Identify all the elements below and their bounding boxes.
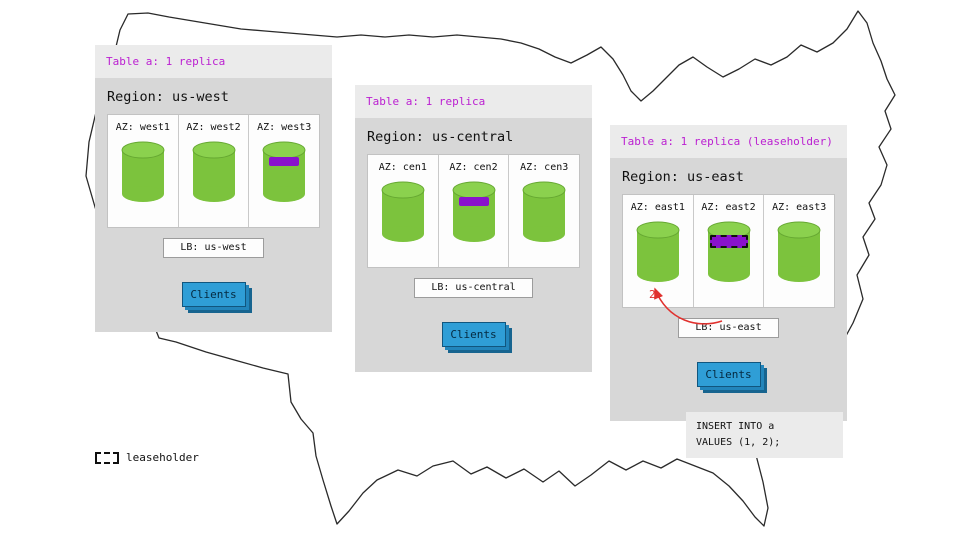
database-cylinder-icon — [261, 140, 307, 204]
az-label: AZ: east1 — [630, 202, 685, 213]
az-west1: AZ: west1 — [108, 115, 179, 227]
database-cylinder-icon — [380, 180, 426, 244]
az-row: AZ: cen1 AZ: cen2 AZ: cen3 — [367, 154, 580, 268]
leaseholder-swatch-icon — [95, 451, 119, 464]
az-label: AZ: cen2 — [449, 162, 498, 173]
az-cen1: AZ: cen1 — [368, 155, 439, 267]
database-cylinder-icon — [776, 220, 822, 284]
az-east3: AZ: east3 — [764, 195, 834, 307]
load-balancer-wrap: LB: us-east — [610, 315, 847, 338]
clients-wrap: Clients — [95, 281, 332, 307]
az-label: AZ: west3 — [257, 122, 312, 133]
region-title: Region: us-central — [367, 129, 514, 145]
load-balancer-box: LB: us-east — [678, 317, 779, 338]
legend: leaseholder — [95, 451, 199, 464]
load-balancer-box: LB: us-west — [163, 237, 264, 258]
database-cylinder-icon — [191, 140, 237, 204]
az-label: AZ: west2 — [186, 122, 241, 133]
table-replica-header: Table a: 1 replica — [355, 85, 592, 118]
sql-statement-note: INSERT INTO a VALUES (1, 2); — [686, 412, 843, 458]
database-cylinder-icon — [451, 180, 497, 244]
region-panel-us-west: Table a: 1 replica Region: us-west AZ: w… — [95, 45, 332, 332]
database-cylinder-icon — [521, 180, 567, 244]
az-east2: AZ: east2 — [694, 195, 765, 307]
az-label: AZ: east3 — [772, 202, 827, 213]
load-balancer-wrap: LB: us-central — [355, 275, 592, 298]
az-west2: AZ: west2 — [179, 115, 250, 227]
replica-band — [269, 157, 300, 166]
az-label: AZ: east2 — [701, 202, 756, 213]
table-replica-header: Table a: 1 replica (leaseholder) — [610, 125, 847, 158]
clients-box: Clients — [181, 281, 246, 307]
az-label: AZ: west1 — [115, 122, 170, 133]
leaseholder-replica-band — [709, 235, 748, 248]
step-number-annotation: 2 — [649, 288, 656, 301]
legend-label: leaseholder — [126, 451, 199, 464]
region-title: Region: us-east — [622, 169, 744, 185]
az-label: AZ: cen3 — [520, 162, 569, 173]
database-cylinder-icon — [635, 220, 681, 284]
replica-band — [458, 197, 489, 206]
clients-box: Clients — [441, 321, 506, 347]
database-cylinder-icon — [120, 140, 166, 204]
clients-box: Clients — [696, 361, 761, 387]
clients-wrap: Clients — [355, 321, 592, 347]
az-west3: AZ: west3 — [249, 115, 319, 227]
region-panel-us-east: Table a: 1 replica (leaseholder) Region:… — [610, 125, 847, 421]
load-balancer-wrap: LB: us-west — [95, 235, 332, 258]
load-balancer-box: LB: us-central — [414, 277, 533, 298]
database-cylinder-icon — [706, 220, 752, 284]
clients-wrap: Clients — [610, 361, 847, 387]
sql-line-1: INSERT INTO a — [696, 421, 775, 432]
table-replica-header: Table a: 1 replica — [95, 45, 332, 78]
sql-line-2: VALUES (1, 2); — [696, 436, 781, 448]
region-title: Region: us-west — [107, 89, 229, 105]
az-cen3: AZ: cen3 — [509, 155, 579, 267]
az-east1: AZ: east1 — [623, 195, 694, 307]
region-panel-us-central: Table a: 1 replica Region: us-central AZ… — [355, 85, 592, 372]
az-label: AZ: cen1 — [378, 162, 427, 173]
az-row: AZ: west1 AZ: west2 AZ: west3 — [107, 114, 320, 228]
az-cen2: AZ: cen2 — [439, 155, 510, 267]
